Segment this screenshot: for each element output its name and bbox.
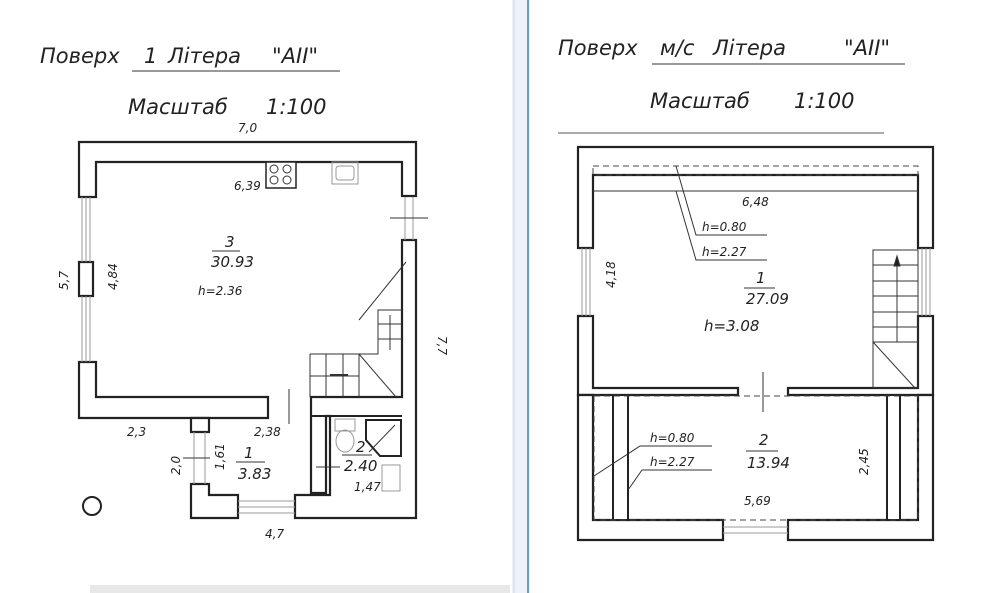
title-floor: 1 (144, 44, 157, 68)
scale-label: Масштаб (650, 89, 750, 113)
scale-value: 1:100 (794, 89, 855, 113)
leader-top-0: h=0.80 (702, 220, 747, 234)
toilet-icon (334, 418, 356, 453)
bath-sink-icon (381, 464, 401, 492)
scale-label: Масштаб (128, 95, 228, 119)
room-number: 3 (225, 233, 235, 251)
title-code: "АІІ" (844, 36, 890, 60)
right-title: Поверх м/с Літера "АІІ" Масштаб 1:100 (558, 36, 905, 134)
panel-divider (512, 0, 530, 593)
room-2: 2 13.94 (746, 431, 790, 472)
dim-bottom: 4,7 (265, 527, 284, 541)
title-prefix: Поверх (40, 44, 120, 68)
dim-left-outer: 5,7 (57, 271, 71, 290)
north-marker-icon (82, 496, 102, 516)
left-plan: Поверх 1 Літера "АІІ" Масштаб 1:100 (40, 44, 449, 541)
dim-bottom-left: 2,3 (127, 425, 146, 439)
dimensions: 6,48 4,18 2,45 5,69 (604, 195, 871, 508)
dim-kitchen: 6,39 (234, 179, 261, 193)
scale-value: 1:100 (266, 95, 327, 119)
title-floor: м/с (660, 36, 695, 60)
staircase (872, 249, 919, 389)
dim-vestibule-inner: 1,61 (213, 443, 227, 470)
dimensions: 7,0 6,39 5,7 4,84 7,7 2,3 2,38 2,0 1,61 … (57, 121, 449, 541)
dim-lower-bottom: 5,69 (744, 494, 771, 508)
room-number: 2 (759, 431, 769, 449)
dim-top: 7,0 (238, 121, 257, 135)
stove-icon (265, 161, 297, 189)
room-area: 2.40 (344, 457, 377, 475)
dashed-outlines (592, 165, 919, 521)
title-code: "АІІ" (272, 44, 318, 68)
room-3: 3 30.93 h=2.36 (198, 233, 254, 298)
dim-left-inner: 4,84 (106, 263, 120, 290)
room-2: 2 2.40 (342, 438, 377, 475)
dim-door: 2,38 (254, 425, 281, 439)
right-plan: Поверх м/с Літера "АІІ" Масштаб 1:100 (558, 36, 935, 542)
leader-lines (593, 165, 767, 491)
leader-bottom-0: h=0.80 (650, 431, 695, 445)
dim-left-inner: 4,18 (604, 261, 618, 288)
title-litera: Літера (167, 44, 241, 68)
room-number: 1 (756, 269, 766, 287)
dim-lower-right: 2,45 (857, 448, 871, 475)
leader-labels: h=0.80 h=2.27 h=0.80 h=2.27 (650, 220, 747, 469)
room-area: 30.93 (211, 253, 254, 271)
room-number: 2 (356, 438, 366, 456)
leader-bottom-1: h=2.27 (650, 455, 695, 469)
left-title: Поверх 1 Літера "АІІ" Масштаб 1:100 (40, 44, 340, 119)
room-area: 13.94 (747, 454, 790, 472)
title-litera: Літера (712, 36, 786, 60)
dim-bath-width: 1,47 (354, 480, 381, 494)
dim-vestibule-outer: 2,0 (169, 456, 183, 475)
door-marks (183, 217, 428, 468)
kitchen-sink-icon (331, 161, 359, 185)
staircase (309, 261, 407, 398)
leader-top-1: h=2.27 (702, 245, 747, 259)
room-height: h=2.36 (198, 284, 243, 298)
dim-right-outer: 7,7 (435, 336, 449, 355)
room-number: 1 (244, 444, 254, 462)
dim-top-inner: 6,48 (742, 195, 769, 209)
title-prefix: Поверх (558, 36, 638, 60)
windows (581, 248, 931, 534)
room-1: 1 27.09 h=3.08 (704, 269, 789, 335)
room-area: 27.09 (746, 290, 789, 308)
room-area: 3.83 (238, 465, 271, 483)
room-height: h=3.08 (704, 317, 759, 335)
room-1: 1 3.83 (236, 444, 271, 483)
shower-icon (365, 419, 402, 457)
